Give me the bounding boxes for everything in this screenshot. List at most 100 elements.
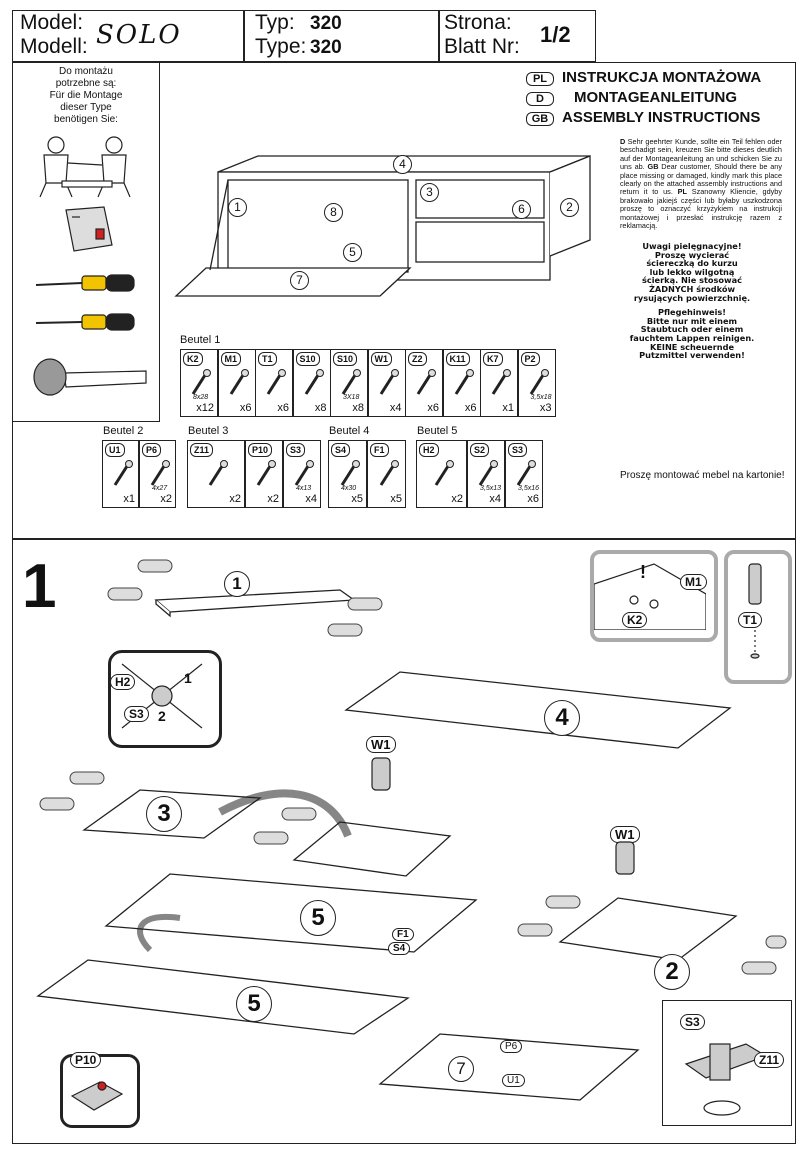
part-code: T1	[258, 352, 277, 366]
part-code: S10	[295, 352, 320, 366]
note-d-text: Sehr geehrter Kunde, sollte ein Teil feh…	[620, 137, 783, 172]
t1-bolt-icon	[748, 563, 762, 659]
beutel-4-title: Beutel 4	[329, 425, 370, 437]
flat-screwdriver-icon	[35, 274, 135, 292]
cabinet-label-4: 4	[393, 155, 412, 174]
type-label-pl: Typ:	[255, 11, 295, 34]
cabinet-label-5: 5	[343, 243, 362, 262]
hardware-part-icon	[229, 369, 249, 395]
hardware-part-icon	[341, 369, 361, 395]
hardware-part-icon	[379, 369, 399, 395]
tools-illustrations	[33, 136, 147, 396]
lang-badge-de: D	[526, 92, 554, 106]
part-code: S10	[333, 352, 358, 366]
model-label-pl: Model:	[20, 11, 84, 34]
note-gb-prefix: GB	[647, 162, 659, 172]
part-cell: Z2 x6	[405, 349, 443, 417]
hardware-part-icon	[191, 369, 211, 395]
page-label-de: Blatt Nr:	[444, 35, 520, 58]
flip-arrow-icon	[218, 789, 352, 838]
step-panel-5b: 5	[236, 986, 272, 1022]
part-code: K2	[183, 352, 203, 366]
part-quantity: x6	[239, 402, 252, 414]
part-code: S4	[331, 443, 351, 457]
step-panel-3: 3	[146, 796, 182, 832]
hardware-part-icon	[478, 460, 498, 486]
step-panel-1: 1	[224, 571, 250, 597]
p10-bracket-icon	[70, 1081, 124, 1111]
part-dimension: 8x28	[193, 394, 209, 401]
part-code: Z2	[408, 352, 427, 366]
phillips-screwdriver-icon	[35, 313, 135, 331]
part-dimension: 3X18	[343, 394, 360, 401]
beutel-2-title: Beutel 2	[103, 425, 144, 437]
tools-line-2: potrzebne są:	[55, 78, 117, 89]
callout-exclaim: !	[640, 562, 646, 582]
part-quantity: x2	[160, 493, 172, 505]
lang-badge-pl: PL	[526, 72, 554, 86]
model-label-de: Modell:	[20, 35, 88, 58]
customer-notes: D Sehr geehrter Kunde, sollte ein Teil f…	[620, 137, 783, 230]
part-quantity: x6	[527, 493, 539, 505]
hardware-part-icon	[208, 460, 228, 486]
part-code: P2	[520, 352, 540, 366]
callout-s4: S4	[388, 942, 411, 955]
step-panel-5a: 5	[300, 900, 336, 936]
part-code: P10	[248, 443, 273, 457]
tools-title: Do montażu potrzebne są: Für die Montage…	[16, 66, 156, 126]
callout-p6: P6	[500, 1040, 523, 1053]
part-quantity: x6	[277, 402, 289, 414]
part-code: S2	[470, 443, 490, 457]
title-de-text: MONTAGEANLEITUNG	[574, 89, 738, 106]
callout-s3-b: S3	[680, 1014, 705, 1030]
part-quantity: x6	[427, 402, 439, 414]
part-quantity: x4	[305, 493, 317, 505]
step-1-drawing	[36, 559, 787, 1101]
care-pl-line: Proszę wycierać	[654, 249, 730, 260]
hinge-detail-icon	[121, 663, 203, 729]
callout-h2: H2	[110, 674, 136, 690]
type-value-1: 320	[310, 13, 342, 34]
hardware-part-icon	[516, 460, 536, 486]
callout-f1: F1	[392, 928, 414, 941]
tools-line-5: benötigen Sie:	[54, 114, 118, 125]
hardware-part-icon	[113, 460, 133, 486]
part-quantity: x8	[314, 402, 327, 414]
part-code: H2	[419, 443, 439, 457]
part-code: P6	[142, 443, 162, 457]
part-quantity: x4	[389, 402, 402, 414]
hardware-part-icon	[434, 460, 454, 486]
care-de-line: Bitte nur mit einem	[646, 315, 738, 326]
part-quantity: x2	[267, 493, 279, 505]
callout-u1: U1	[502, 1074, 525, 1087]
title-de: D MONTAGEANLEITUNG	[526, 88, 796, 108]
part-quantity: x4	[489, 493, 501, 505]
cabinet-label-7: 7	[290, 271, 309, 290]
care-pl-line: rysujących powierzchnię.	[633, 292, 751, 303]
part-code: U1	[105, 443, 125, 457]
care-de-line: KEINE scheuernde	[649, 341, 735, 352]
w1-connector-icons	[371, 757, 635, 875]
hardware-part-icon	[150, 460, 170, 486]
z11-hinge-icon	[684, 1043, 768, 1116]
tools-box	[12, 62, 160, 422]
carton-note: Proszę montować mebel na kartonie!	[620, 470, 785, 481]
hardware-part-icon	[340, 460, 360, 486]
part-cell: P10 x2	[245, 440, 283, 508]
lang-badge-gb: GB	[526, 112, 554, 126]
hardware-part-icon	[379, 460, 399, 486]
callout-t1: T1	[738, 612, 763, 628]
care-pl-line: ścierką. Nie stosować	[642, 275, 742, 286]
part-quantity: x1	[502, 402, 514, 414]
cabinet-label-6: 6	[512, 200, 531, 219]
